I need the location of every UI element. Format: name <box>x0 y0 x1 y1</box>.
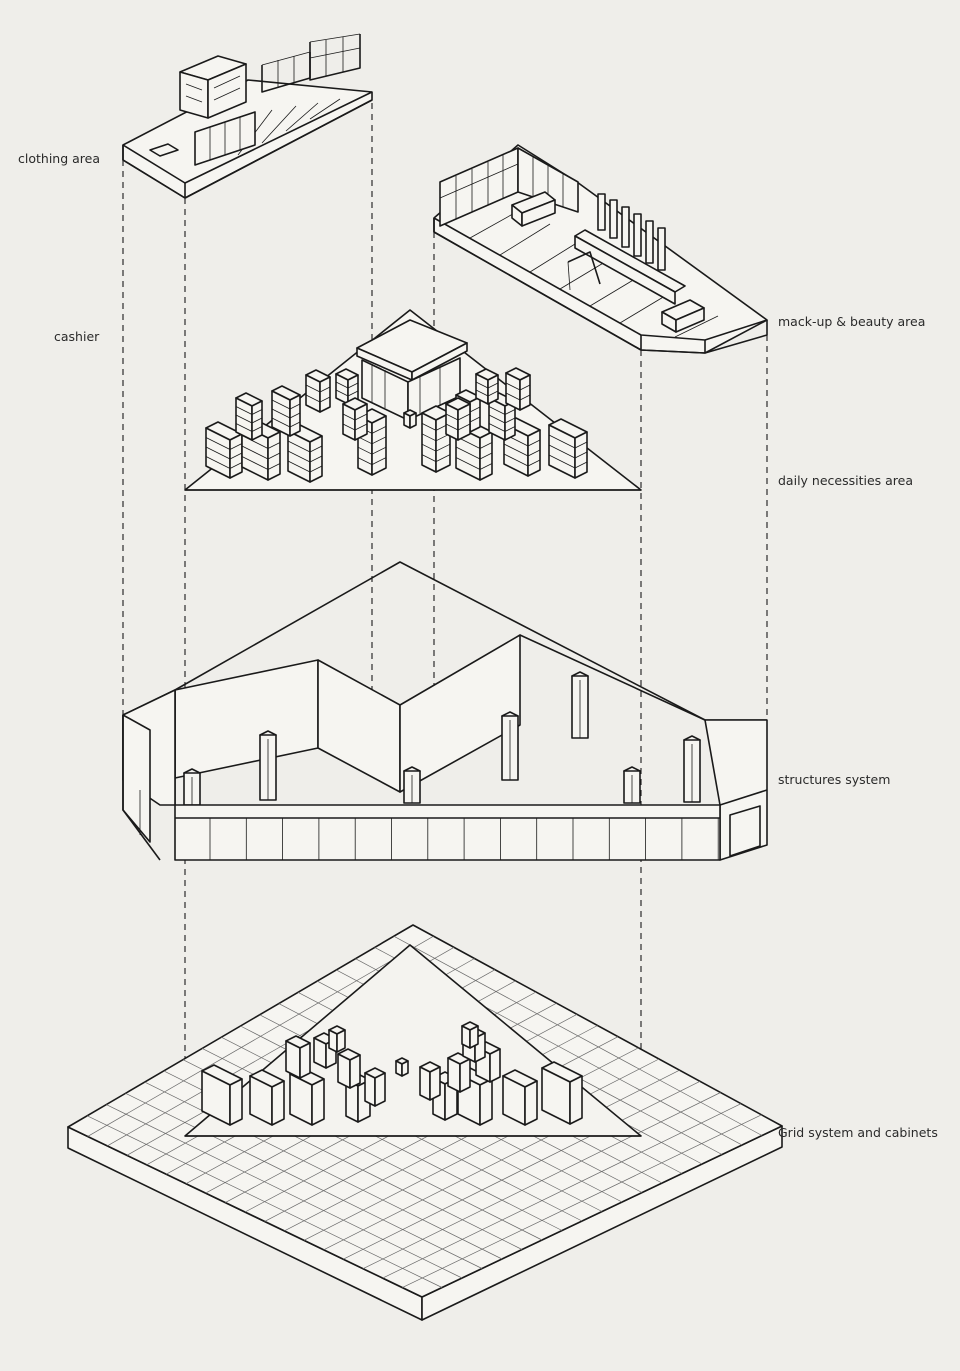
cabinet <box>201 1064 243 1126</box>
cabinet <box>328 1025 346 1053</box>
cabinet <box>305 369 331 413</box>
cabinet <box>205 421 243 479</box>
cashier-label: cashier <box>54 329 100 344</box>
clothing-area-label: clothing area <box>18 151 100 166</box>
makeup-beauty-area-label: mack-up & beauty area <box>778 314 925 329</box>
cabinet <box>271 385 301 437</box>
daily-necessities-area-label: daily necessities area <box>778 473 913 488</box>
grid-system-layer <box>67 924 783 1321</box>
grid-system-cabinets-label: Grid system and cabinets <box>778 1125 938 1140</box>
grid-line <box>106 1104 463 1279</box>
cabinet <box>461 1021 479 1049</box>
cabinet <box>289 1067 325 1126</box>
cabinet <box>419 1061 441 1101</box>
cabinet <box>447 1052 471 1093</box>
cabinet <box>285 1035 311 1079</box>
structures-system-layer <box>122 561 768 861</box>
cabinet <box>445 397 471 441</box>
makeup-beauty-area-layer <box>433 144 768 354</box>
grid-line <box>402 1114 762 1288</box>
cabinet <box>395 1057 409 1077</box>
cabinet <box>364 1067 386 1107</box>
cabinet <box>287 424 323 483</box>
grid-line <box>125 1092 483 1269</box>
cabinet <box>249 1069 285 1126</box>
cabinet <box>548 418 588 479</box>
structures-system-label: structures system <box>778 772 890 787</box>
cabinet <box>505 367 531 411</box>
grid-line <box>87 1115 443 1288</box>
front-wall-mullions <box>209 818 719 860</box>
cabinet <box>541 1061 583 1125</box>
cabinet <box>235 392 263 441</box>
grid-cabinets <box>201 1021 583 1126</box>
cabinet <box>342 397 368 441</box>
cabinet <box>335 368 359 405</box>
cabinet <box>403 409 417 429</box>
cabinet <box>502 1069 538 1126</box>
daily-necessities-cabinets <box>205 367 588 483</box>
grid-line <box>382 1103 742 1279</box>
clothing-area-layer <box>122 33 373 199</box>
cabinet <box>475 368 499 405</box>
cabinet <box>337 1048 361 1089</box>
